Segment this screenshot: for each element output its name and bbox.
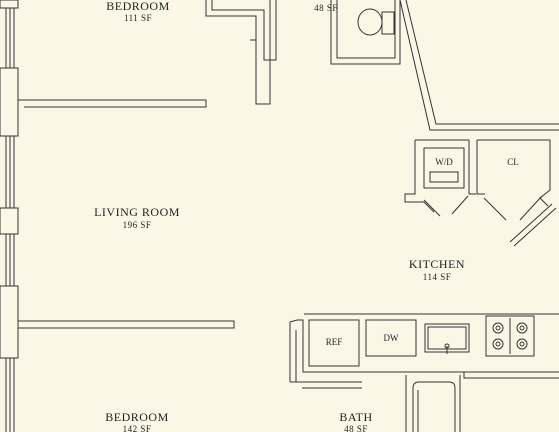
bath-walls <box>405 372 559 432</box>
toilet-icon <box>357 8 395 36</box>
room-label-bath-bottom: BATH 48 SF <box>339 410 372 432</box>
room-area: 111 SF <box>124 13 152 23</box>
exterior-window-wall <box>0 0 19 432</box>
refrigerator-label: REF <box>326 337 343 347</box>
room-name: BEDROOM <box>106 0 170 13</box>
room-label-kitchen: KITCHEN 114 SF <box>409 257 465 282</box>
room-area: 48 SF <box>314 3 338 13</box>
closet <box>476 139 557 247</box>
room-name: LIVING ROOM <box>94 205 180 219</box>
room-name: BEDROOM <box>105 410 169 424</box>
dishwasher-label: DW <box>384 333 399 343</box>
room-area: 114 SF <box>423 272 451 282</box>
room-label-bedroom-bottom: BEDROOM 142 SF <box>105 410 169 432</box>
room-label-living: LIVING ROOM 196 SF <box>94 205 180 230</box>
range-icon <box>485 315 535 357</box>
washer-dryer-label: W/D <box>435 157 453 167</box>
room-area: 196 SF <box>123 220 152 230</box>
bathtub-icon <box>412 381 456 432</box>
partition-walls <box>18 0 559 329</box>
closet-label: CL <box>507 157 519 167</box>
kitchen-counter <box>289 313 559 389</box>
room-name: KITCHEN <box>409 257 465 271</box>
room-name: BATH <box>339 410 372 424</box>
room-label-bath-top: 48 SF <box>314 3 338 13</box>
washer-dryer-closet <box>404 139 476 217</box>
sink-icon <box>424 323 470 354</box>
room-label-bedroom-top: BEDROOM 111 SF <box>106 0 170 23</box>
room-area: 48 SF <box>344 424 368 432</box>
room-area: 142 SF <box>123 424 152 432</box>
